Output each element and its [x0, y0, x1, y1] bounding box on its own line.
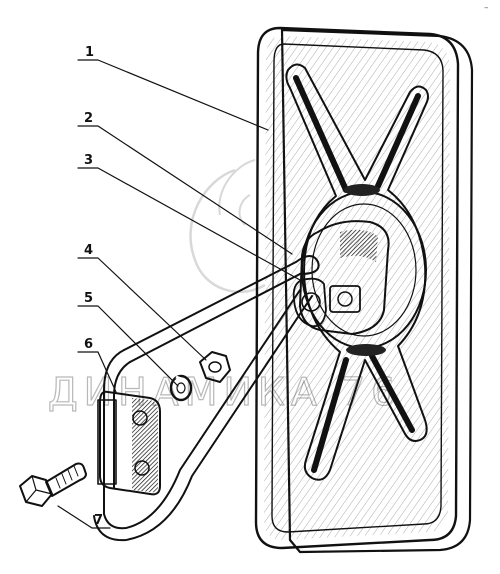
leader-6 [77, 351, 117, 393]
leader-7 [57, 505, 111, 529]
callout-3: 3 [84, 153, 93, 168]
corner-mark: – [484, 3, 489, 13]
leader-3 [77, 167, 301, 281]
callout-2: 2 [84, 111, 93, 126]
hex-nut [199, 351, 231, 383]
callout-labels: 1 2 3 4 5 6 7 [84, 45, 103, 528]
callout-4: 4 [84, 243, 93, 258]
lock-washer [169, 374, 193, 402]
ball-joint-clamp [292, 220, 390, 335]
leader-1 [77, 59, 269, 131]
callout-7: 7 [94, 513, 103, 528]
clamp-bolt-head [329, 285, 361, 313]
bracket-rod [93, 255, 320, 542]
leader-lines [57, 59, 301, 529]
leader-4 [77, 257, 207, 361]
mirror-x-ribs [285, 63, 429, 481]
mounting-bracket-plate [97, 390, 161, 496]
leader-5 [77, 305, 179, 387]
callout-6: 6 [84, 337, 93, 352]
hex-bolt [19, 462, 87, 507]
leader-2 [77, 125, 293, 255]
callout-1: 1 [85, 45, 94, 60]
mirror-housing [254, 26, 474, 554]
callout-5: 5 [84, 291, 93, 306]
